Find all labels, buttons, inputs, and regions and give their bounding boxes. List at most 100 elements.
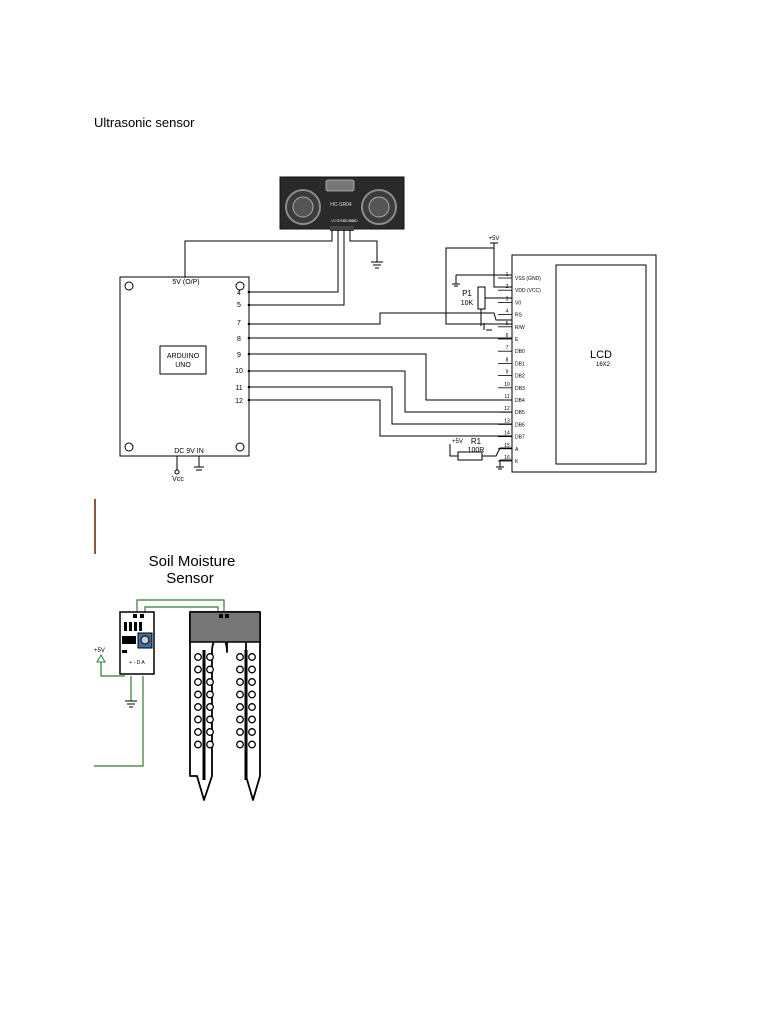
soil-title-2: Sensor — [166, 570, 214, 587]
lcd-pin-number: 6 — [506, 333, 509, 339]
probe-contact-dot — [206, 715, 214, 724]
probe-contact-dot — [248, 715, 256, 724]
ultrasonic-pin-vcc: VCC — [331, 218, 340, 223]
probe-contact-dot — [194, 740, 202, 749]
lcd-pin-name: K — [515, 459, 519, 465]
lcd-pin-number: 12 — [504, 406, 510, 412]
arduino-board: ARDUINO UNO 5V (O/P) DC 9V IN 4 5 7 8 9 … — [119, 276, 250, 457]
probe-contact-dot — [248, 665, 256, 674]
lcd-pin-name: DB7 — [515, 435, 525, 441]
lcd-pin-number: 8 — [506, 357, 509, 363]
probe-contact-dot — [194, 690, 202, 699]
ultrasonic-pin-trig: TRIG — [337, 218, 347, 223]
probe-contact-dot — [194, 715, 202, 724]
ultrasonic-pin-echo: ECHO — [343, 218, 355, 223]
probe-contact-dot — [206, 678, 214, 686]
probe-contact-dot — [194, 678, 202, 686]
lcd-pin-name: VSS (GND) — [515, 276, 541, 282]
soil-module: + - D A — [119, 611, 155, 675]
lcd-pin-number: 13 — [504, 418, 510, 424]
probe-contact-dot — [236, 678, 244, 686]
lcd-pin-number: 7 — [506, 345, 509, 351]
power-rail — [445, 242, 512, 331]
probe-contact-dot — [248, 740, 256, 749]
probe-contact-dot — [236, 665, 244, 674]
soil-module-pins: + - D A — [129, 660, 145, 666]
lcd-pin-number: 11 — [504, 394, 509, 400]
lcd-pin-number: 9 — [506, 370, 509, 376]
arduino-pin-8: 8 — [237, 336, 241, 343]
arduino-pin-11: 11 — [235, 385, 242, 392]
lcd-pin-name: DB3 — [515, 386, 525, 392]
lcd-subtitle: 16X2 — [596, 362, 611, 368]
ultrasonic-pin-gnd: GND — [349, 218, 358, 223]
arduino-pin-7: 7 — [237, 320, 241, 327]
lcd-pin-name: DB1 — [515, 361, 525, 367]
soil-ground — [125, 700, 137, 708]
lcd-pin-number: 3 — [506, 296, 509, 302]
probe-contact-dot — [236, 690, 244, 699]
supply-5v-r1: +5V — [452, 439, 463, 445]
probe-contact-dot — [236, 728, 244, 736]
probe-contact-dot — [236, 715, 244, 724]
probe-contact-dot — [194, 703, 202, 711]
lcd-pin-name: V0 — [515, 300, 521, 306]
lcd-title: LCD — [590, 349, 612, 361]
probe-contact-dot — [206, 728, 214, 736]
lcd-pin-name: RS — [515, 313, 523, 319]
arduino-label-1: ARDUINO — [167, 353, 200, 360]
lcd-pin-name: DB5 — [515, 410, 525, 416]
supply-5v-soil: +5V — [94, 648, 105, 654]
arduino-power — [174, 456, 204, 475]
probe-contact-dot — [236, 703, 244, 711]
lcd-pin-number: 4 — [506, 309, 509, 315]
lcd-pin-name: A — [515, 447, 519, 453]
vertical-divider — [94, 499, 96, 554]
probe-contact-dot — [248, 678, 256, 686]
arduino-pin-9: 9 — [237, 352, 241, 359]
lcd-pin-number: 16 — [504, 455, 510, 461]
lcd-data-wires — [249, 312, 512, 437]
lcd-pin-number: 2 — [506, 284, 509, 290]
arduino-dc-label: DC 9V IN — [174, 448, 204, 455]
lcd-pin-name: R/W — [515, 325, 525, 331]
probe-contact-dot — [248, 728, 256, 736]
probe-contact-dot — [236, 653, 244, 661]
supply-5v-top: +5V — [489, 236, 500, 242]
section-heading: Ultrasonic sensor — [94, 115, 195, 130]
lcd-pin-number: 10 — [504, 382, 510, 388]
soil-probe-contacts — [194, 653, 256, 749]
probe-contact-dot — [194, 665, 202, 674]
lcd-pin-number: 15 — [504, 443, 510, 449]
probe-contact-dot — [206, 740, 214, 749]
lcd-pin-name: DB4 — [515, 398, 525, 404]
arduino-pin-10: 10 — [235, 368, 243, 375]
ultrasonic-wires — [184, 230, 383, 306]
lcd-pin-name: DB0 — [515, 349, 525, 355]
arduino-5v-label: 5V (O/P) — [172, 279, 199, 286]
vcc-label: Vcc — [172, 476, 184, 483]
probe-contact-dot — [206, 703, 214, 711]
arduino-pin-12: 12 — [235, 398, 243, 405]
probe-contact-dot — [194, 728, 202, 736]
probe-contact-dot — [206, 653, 214, 661]
probe-contact-dot — [194, 653, 202, 661]
probe-contact-dot — [236, 740, 244, 749]
ultrasonic-module: HC-SR04 VCC TRIG ECHO GND — [279, 176, 405, 231]
lcd-pin-number: 1 — [506, 272, 509, 278]
probe-contact-dot — [248, 690, 256, 699]
lcd-pin-name: DB2 — [515, 374, 525, 380]
pot-name: P1 — [462, 289, 472, 298]
probe-contact-dot — [248, 653, 256, 661]
lcd-pin-number: 5 — [506, 321, 509, 327]
resistor-name: R1 — [471, 437, 482, 446]
lcd-pin-name: E — [515, 337, 519, 343]
probe-contact-dot — [206, 665, 214, 674]
lcd-pin-number: 14 — [504, 431, 510, 437]
arduino-pin-5: 5 — [237, 302, 241, 309]
lcd-pin-name: DB6 — [515, 422, 525, 428]
resistor-value: 100R — [468, 447, 485, 454]
probe-contact-dot — [248, 703, 256, 711]
